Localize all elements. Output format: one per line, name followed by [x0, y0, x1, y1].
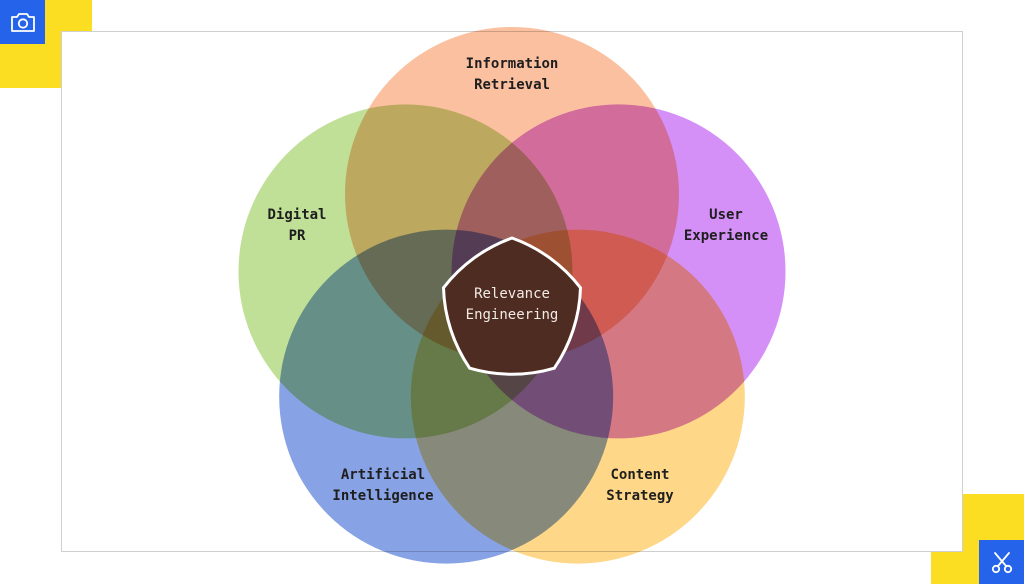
set-label-user-experience: User Experience: [684, 207, 768, 244]
label-line: Strategy: [606, 488, 674, 504]
label-line: User: [709, 207, 743, 223]
center-region-relevance-engineering: [441, 236, 583, 376]
label-line: Artificial: [341, 467, 425, 483]
set-label-digital-pr: Digital PR: [267, 207, 326, 244]
label-line: Digital: [267, 207, 326, 223]
label-line: PR: [289, 228, 306, 244]
set-label-information-retrieval: Information Retrieval: [466, 56, 559, 93]
scissors-icon: [991, 552, 1012, 574]
crop-button[interactable]: [979, 540, 1024, 584]
label-line: Relevance: [474, 286, 550, 302]
label-line: Retrieval: [474, 77, 550, 93]
label-line: Intelligence: [332, 488, 433, 504]
camera-icon: [10, 13, 35, 32]
label-line: Engineering: [466, 307, 559, 323]
set-label-content-strategy: Content Strategy: [606, 467, 674, 504]
label-line: Information: [466, 56, 559, 72]
label-line: Content: [610, 467, 669, 483]
label-line: Experience: [684, 228, 768, 244]
set-label-artificial-intelligence: Artificial Intelligence: [332, 467, 433, 504]
screenshot-button[interactable]: [0, 0, 45, 44]
center-label: Relevance Engineering: [466, 286, 559, 323]
